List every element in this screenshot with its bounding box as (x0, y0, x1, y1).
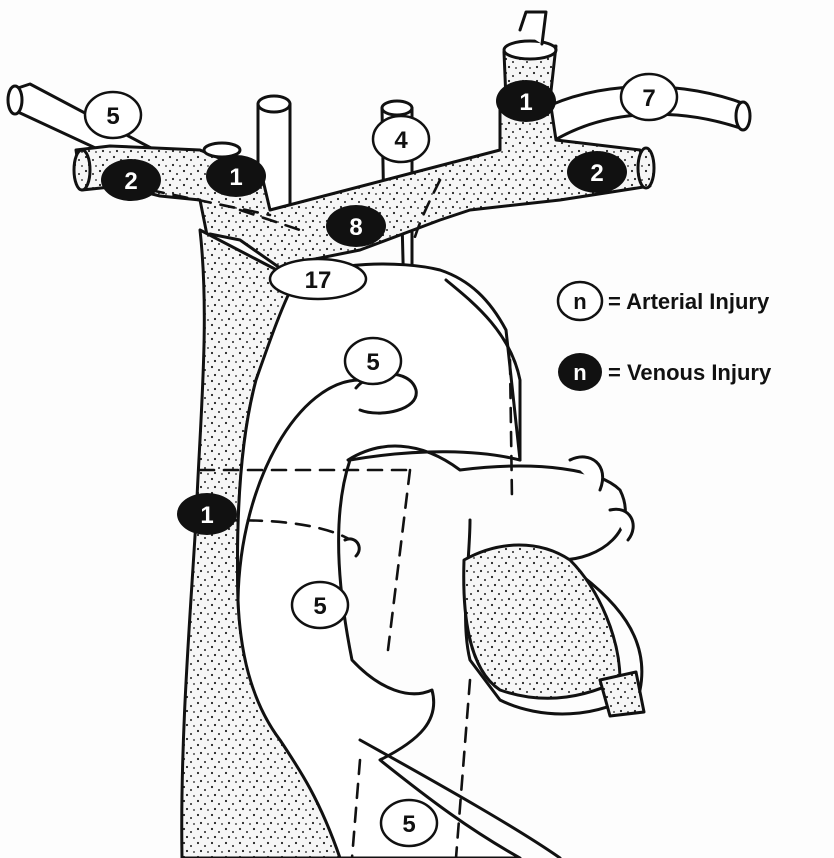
svg-text:5: 5 (366, 349, 379, 376)
marker-superior-vena-cava: 1 (177, 493, 237, 535)
svg-text:7: 7 (642, 85, 655, 112)
svg-text:1: 1 (519, 89, 532, 116)
svg-text:8: 8 (349, 214, 362, 241)
svg-text:5: 5 (313, 593, 326, 620)
svg-text:4: 4 (394, 127, 408, 154)
legend-venous: n = Venous Injury (558, 353, 772, 391)
svg-text:5: 5 (402, 811, 415, 838)
legend: n = Arterial Injury n = Venous Injury (558, 282, 772, 391)
right-appendage-2 (610, 509, 633, 540)
svg-text:n: n (573, 360, 586, 385)
svg-text:17: 17 (305, 267, 332, 294)
marker-left-subclavian-vein: 2 (101, 159, 161, 201)
marker-pulmonary-artery: 5 (292, 582, 348, 628)
marker-carotid-artery: 4 (373, 116, 429, 162)
right-appendage-1 (570, 457, 603, 490)
marker-left-subclavian-artery: 5 (85, 92, 141, 138)
svg-text:1: 1 (229, 164, 242, 191)
legend-arterial: n = Arterial Injury (558, 282, 770, 320)
legend-arterial-text: = Arterial Injury (608, 289, 770, 314)
marker-innominate-vein: 8 (326, 205, 386, 247)
marker-right-internal-jugular-vein: 1 (206, 155, 266, 197)
marker-right-subclavian-artery: 7 (621, 74, 677, 120)
svg-text:5: 5 (106, 103, 119, 130)
dashed-line-3 (388, 470, 410, 650)
marker-right-subclavian-vein: 2 (567, 151, 627, 193)
marker-aortic-arch: 5 (345, 338, 401, 384)
marker-innominate-artery: 17 (270, 259, 366, 299)
legend-venous-text: = Venous Injury (608, 360, 772, 385)
svg-text:2: 2 (590, 160, 603, 187)
marker-left-internal-jugular-vein: 1 (496, 80, 556, 122)
marker-descending-aorta: 5 (381, 800, 437, 846)
small-knob (345, 539, 359, 556)
svg-text:n: n (573, 289, 586, 314)
top-small-pipe (520, 12, 546, 44)
left-atrium-lower-vessel (600, 672, 644, 716)
svg-text:1: 1 (200, 502, 213, 529)
svg-text:2: 2 (124, 168, 137, 195)
left-atrium-shape (464, 545, 620, 698)
